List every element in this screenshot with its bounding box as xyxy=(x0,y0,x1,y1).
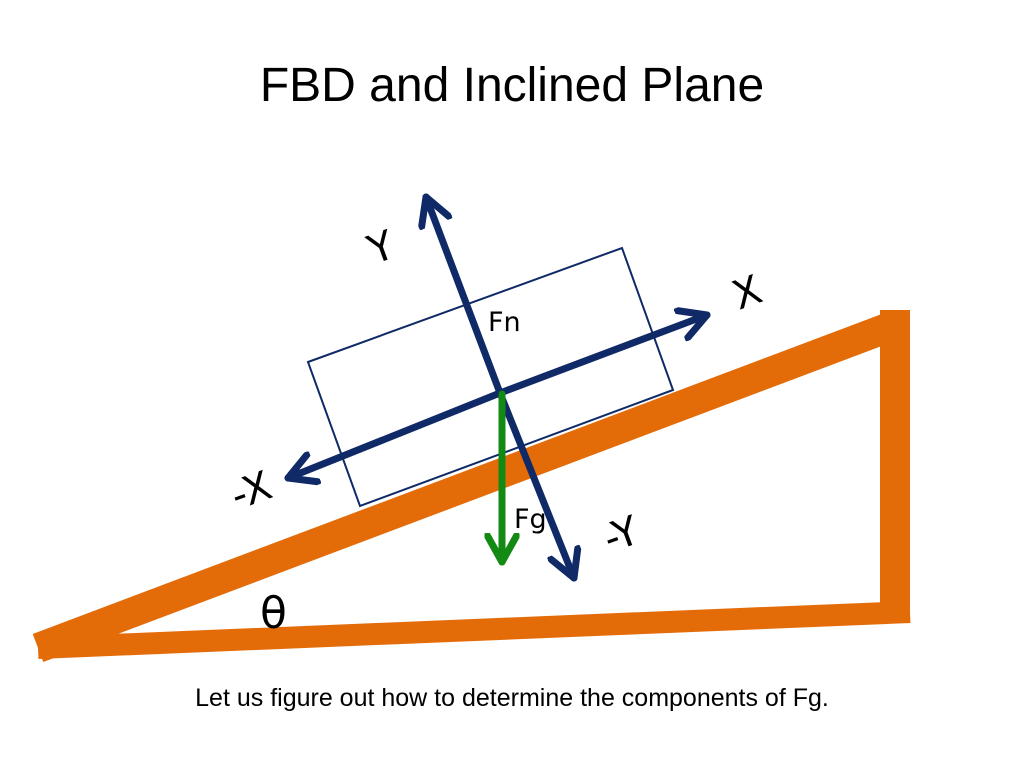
normal-force-label: Fn xyxy=(488,307,521,338)
angle-label: θ xyxy=(260,588,287,639)
y-axis-arrow xyxy=(426,193,504,397)
incline-base xyxy=(37,601,911,659)
slide-title: FBD and Inclined Plane xyxy=(259,59,765,112)
neg-y-axis-label: -Y xyxy=(597,507,645,562)
neg-x-axis-label: -X xyxy=(225,463,278,520)
gravity-force-label: Fg xyxy=(514,504,547,535)
y-axis-label: Y xyxy=(361,222,401,274)
neg-x-axis-arrow xyxy=(284,389,504,478)
x-axis-arrow xyxy=(496,315,711,397)
incline-slope xyxy=(32,310,901,663)
slide-caption: Let us figure out how to determine the c… xyxy=(195,684,829,712)
incline-ramp xyxy=(32,310,911,663)
x-axis-label: X xyxy=(727,267,768,320)
neg-y-axis-arrow xyxy=(496,389,574,582)
